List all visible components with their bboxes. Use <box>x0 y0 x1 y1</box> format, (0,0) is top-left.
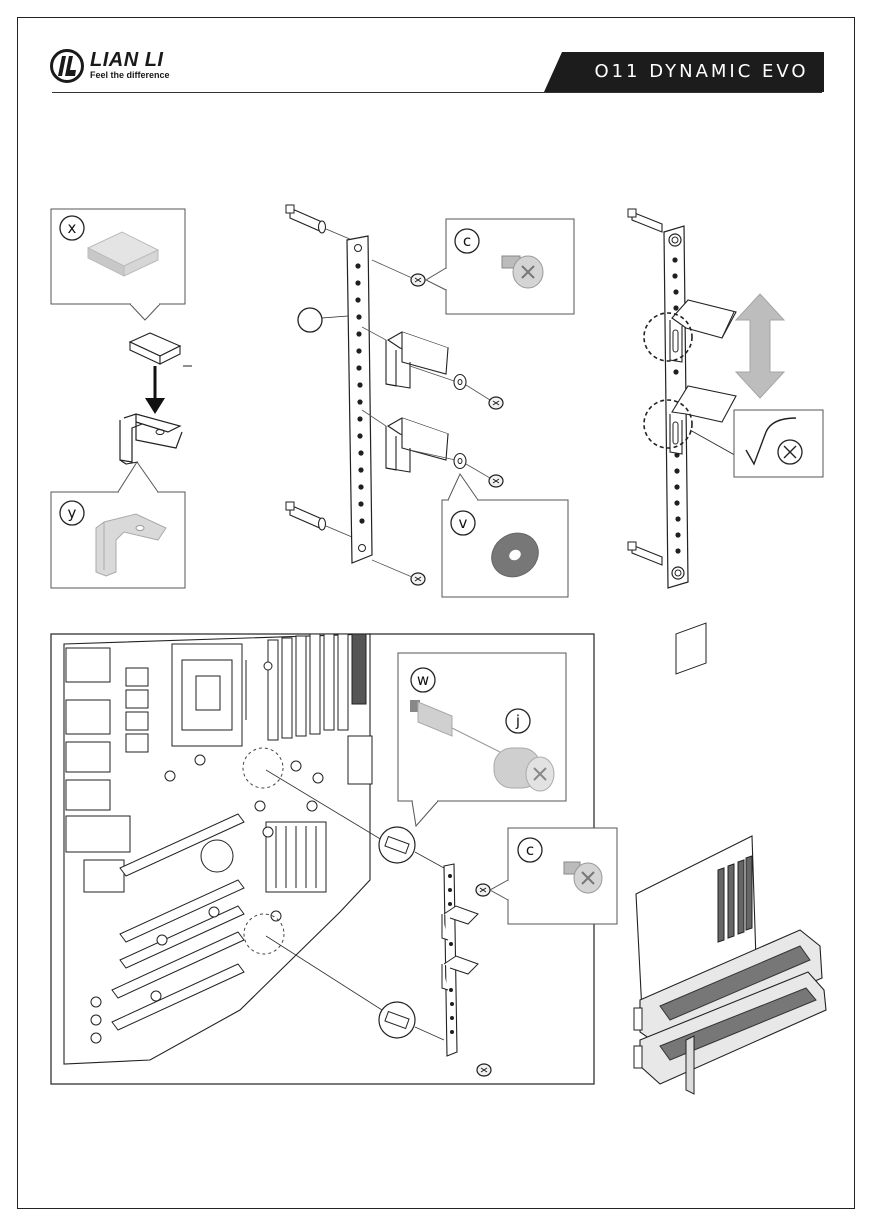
bracket-lower <box>386 418 448 472</box>
step-x-pad-on-bracket: x y <box>51 209 192 588</box>
callout-v-label: v <box>459 514 468 532</box>
double-arrow-icon <box>736 294 784 398</box>
callout-j-label: j <box>515 712 520 730</box>
standoff-bottom <box>286 502 352 537</box>
step-final-gpu-view <box>634 623 826 1094</box>
mounting-rail <box>347 236 372 563</box>
callout-y-label: y <box>68 504 77 522</box>
standoff-top <box>286 205 352 240</box>
bracket-adjust-upper <box>670 300 736 362</box>
down-arrow-icon <box>145 398 165 414</box>
callout-c-top-label: c <box>463 232 471 250</box>
callout-w-label: w <box>417 671 429 689</box>
bracket-upper <box>386 332 448 388</box>
callout-c-bottom-label: c <box>526 841 534 859</box>
step-adjust-brackets <box>628 209 823 588</box>
cpu-socket <box>172 644 246 746</box>
chipset-heatsink <box>266 822 326 892</box>
step-motherboard-install: w j c <box>51 634 617 1084</box>
cross-circle-icon <box>778 440 802 464</box>
step-rail-assembly: c v <box>286 205 574 597</box>
callout-x-label: x <box>68 219 77 237</box>
